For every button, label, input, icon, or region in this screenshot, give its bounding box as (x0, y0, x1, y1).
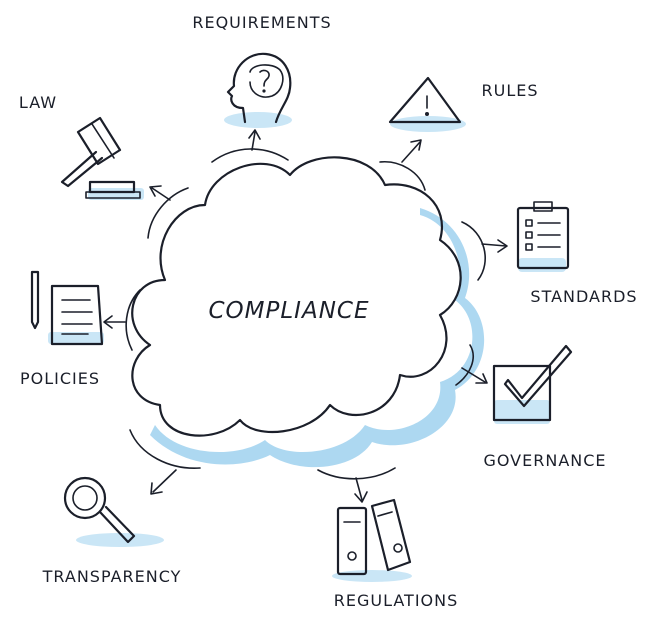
checklist-clipboard-icon (516, 201, 570, 270)
head-question-icon (226, 52, 292, 124)
binders-icon (336, 498, 412, 576)
magnifier-icon (63, 476, 136, 544)
regulations-label: REGULATIONS (334, 591, 459, 610)
warning-triangle-icon (388, 76, 462, 124)
law-label: LAW (19, 93, 57, 112)
law-item: LAW (19, 93, 144, 200)
governance-label: GOVERNANCE (483, 451, 606, 470)
rules-item: RULES (388, 76, 538, 132)
center-label: COMPLIANCE (208, 298, 369, 324)
compliance-cloud (131, 156, 485, 468)
rules-label: RULES (481, 81, 538, 100)
transparency-label: TRANSPARENCY (42, 567, 182, 586)
standards-item: STANDARDS (516, 201, 637, 306)
checkbox-check-icon (492, 344, 573, 422)
document-pen-icon (30, 270, 104, 346)
gavel-icon (60, 116, 141, 199)
policies-label: POLICIES (20, 369, 100, 388)
governance-item: GOVERNANCE (483, 344, 606, 470)
requirements-item: REQUIREMENTS (192, 13, 331, 128)
transparency-item: TRANSPARENCY (42, 476, 182, 586)
connectors (103, 129, 508, 503)
requirements-label: REQUIREMENTS (192, 13, 331, 32)
policies-item: POLICIES (20, 270, 104, 388)
regulations-item: REGULATIONS (332, 498, 459, 610)
standards-label: STANDARDS (530, 287, 637, 306)
